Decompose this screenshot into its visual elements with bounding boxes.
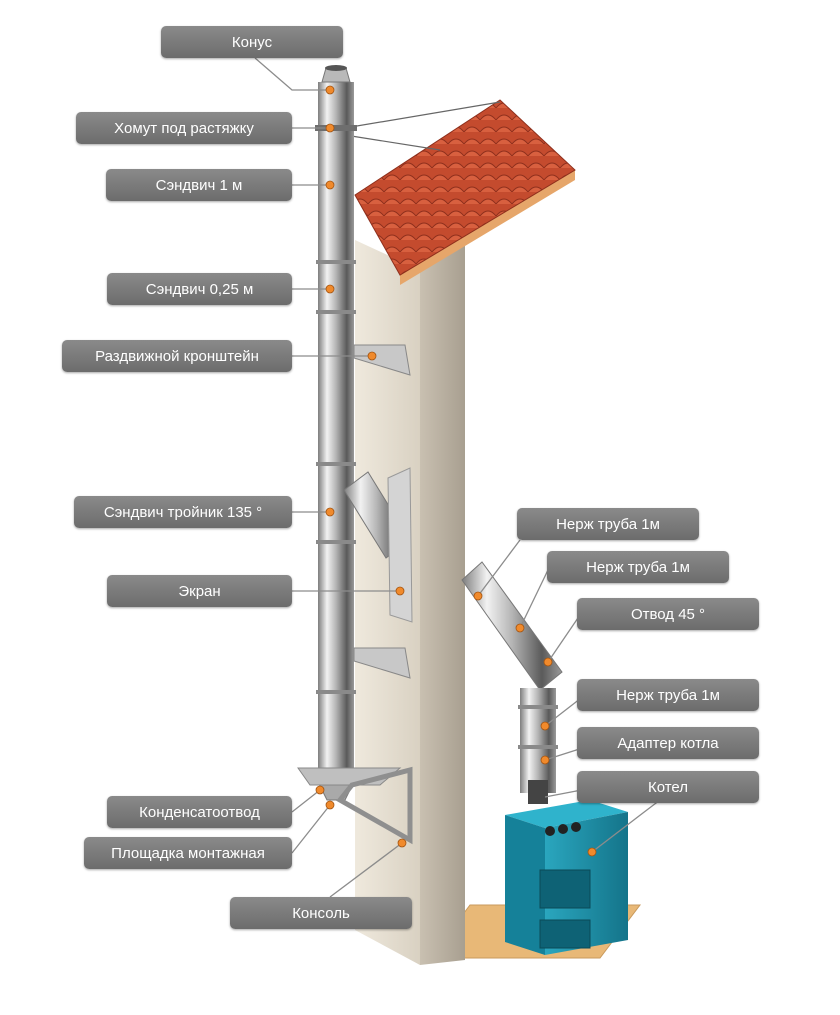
pipe-seam xyxy=(518,705,558,709)
wall-side xyxy=(420,242,465,965)
label-adapter: Адаптер котла xyxy=(577,727,759,759)
roof xyxy=(354,99,576,276)
pipe-seam xyxy=(316,462,356,466)
boiler-front xyxy=(505,815,545,955)
bracket xyxy=(353,344,411,376)
main-pipe xyxy=(318,82,354,782)
label-kotel: Котел xyxy=(577,771,759,803)
pipe-clamp xyxy=(315,125,357,131)
label-otvod: Отвод 45 ° xyxy=(577,598,759,630)
roof-side xyxy=(400,170,575,285)
boiler-gauge xyxy=(545,826,555,836)
label-ekran: Экран xyxy=(107,575,292,607)
guy-wire xyxy=(344,134,441,151)
outer-pipe xyxy=(461,561,563,691)
label-troynik: Сэндвич тройник 135 ° xyxy=(74,496,292,528)
label-nerzh-3: Нерж труба 1м xyxy=(577,679,759,711)
pipe-seam xyxy=(518,745,558,749)
label-nerzh-2: Нерж труба 1м xyxy=(547,551,729,583)
boiler-top xyxy=(505,800,628,828)
boiler-door xyxy=(539,919,591,949)
label-konus: Конус xyxy=(161,26,343,58)
screen-plate xyxy=(387,467,413,623)
guy-wire xyxy=(344,101,501,129)
label-konsol: Консоль xyxy=(230,897,412,929)
pipe-seam xyxy=(316,540,356,544)
label-nerzh-1: Нерж труба 1м xyxy=(517,508,699,540)
label-kondensatootvod: Конденсатоотвод xyxy=(107,796,292,828)
cone-top xyxy=(325,65,347,71)
boiler-door xyxy=(539,869,591,909)
marker-dots xyxy=(315,85,597,857)
label-kronshtein: Раздвижной кронштейн xyxy=(62,340,292,372)
boiler-gauge xyxy=(571,822,581,832)
label-khomut: Хомут под растяжку xyxy=(76,112,292,144)
outer-pipe-vertical xyxy=(520,688,556,793)
boiler-gauge xyxy=(558,824,568,834)
bracket xyxy=(353,647,411,679)
label-sandwich-1m: Сэндвич 1 м xyxy=(106,169,292,201)
pipe-seam xyxy=(316,310,356,314)
label-ploshchadka: Площадка монтажная xyxy=(84,837,292,869)
console xyxy=(336,766,413,845)
boiler-adapter xyxy=(528,780,548,804)
pipe-seam xyxy=(316,260,356,264)
pipe-seam xyxy=(316,690,356,694)
label-sandwich-025m: Сэндвич 0,25 м xyxy=(107,273,292,305)
